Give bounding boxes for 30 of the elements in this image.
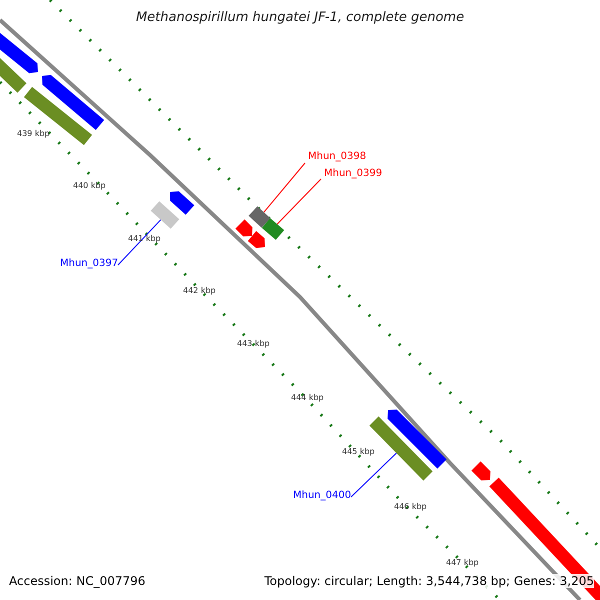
scale-label: 446 kbp bbox=[394, 502, 427, 512]
scale-label: 447 kbp bbox=[446, 558, 479, 568]
gene-feature bbox=[248, 231, 265, 248]
gene-feature bbox=[388, 410, 447, 469]
gene-feature bbox=[235, 219, 252, 236]
leader-line bbox=[118, 219, 162, 266]
accession-text: Accession: NC_007796 bbox=[9, 574, 146, 588]
gene-block bbox=[489, 478, 600, 600]
summary-text: Topology: circular; Length: 3,544,738 bp; Genes: 3,205 bbox=[264, 574, 594, 588]
gene-label: Mhun_0398 bbox=[308, 151, 366, 163]
gene-block bbox=[262, 218, 284, 240]
scale-label: 443 kbp bbox=[237, 339, 270, 349]
leader-line bbox=[350, 452, 397, 498]
gene-label: Mhun_0399 bbox=[324, 168, 382, 180]
scale-label: 444 kbp bbox=[291, 393, 324, 403]
scale-label: 440 kbp bbox=[73, 181, 106, 191]
scale-label: 442 kbp bbox=[183, 286, 216, 296]
leader-line bbox=[263, 162, 306, 213]
leader-line bbox=[276, 178, 322, 225]
gene-block bbox=[248, 206, 270, 228]
gene-label: Mhun_0397 bbox=[60, 258, 118, 270]
gene-feature bbox=[42, 74, 104, 130]
title: Methanospirillum hungatei JF-1, complete genome bbox=[134, 10, 466, 26]
gene-block bbox=[150, 201, 180, 229]
gene-feature bbox=[471, 461, 490, 480]
gene-feature bbox=[170, 191, 194, 215]
scale-label: 445 kbp bbox=[342, 447, 375, 457]
scale-label: 439 kbp bbox=[17, 129, 50, 139]
gene-label: Mhun_0400 bbox=[293, 490, 352, 502]
scale-label: 441 kbp bbox=[128, 234, 161, 244]
